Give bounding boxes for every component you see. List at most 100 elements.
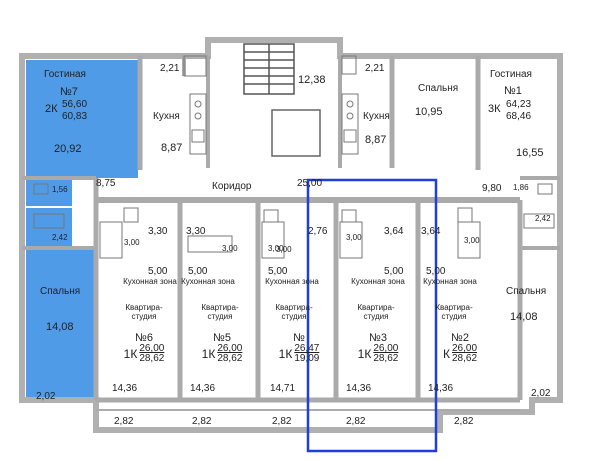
studio-6-kitchen-zone-area: 5,00 xyxy=(148,266,168,277)
studio-4-kitchen-zone-area: 5,00 xyxy=(268,266,288,277)
studio-6-number: №6 xyxy=(135,332,153,344)
studio-6-area-1: 26,00 xyxy=(139,343,165,354)
left-wc-area: 1,56 xyxy=(52,185,68,194)
studio-3-number: №3 xyxy=(369,332,387,344)
studio-3-kitchen-zone-label: Кухонная зона xyxy=(351,277,405,286)
left-apartment-living-fill xyxy=(26,60,138,178)
right-apartment-number: №1 xyxy=(504,85,522,97)
right-apartment-area-1: 64,23 xyxy=(506,99,532,110)
left-apartment-rooms: 2К xyxy=(45,103,58,115)
studio-5-type-label: Квартира-студия xyxy=(201,303,239,321)
left-apartment-bedroom-fill xyxy=(26,250,96,398)
right-living-area: 16,55 xyxy=(516,147,544,159)
studio-2-hall-area: 3,64 xyxy=(421,226,441,237)
studio-3-area-2: 28,62 xyxy=(373,353,399,364)
studio-6-type-label: Квартира-студия xyxy=(125,303,163,321)
studio-4-rooms: 1К xyxy=(278,347,293,361)
right-living-label: Гостиная xyxy=(490,69,532,80)
left-living-label: Гостиная xyxy=(44,69,86,80)
left-kitchen-label: Кухня xyxy=(153,111,180,122)
studio-6-area-2: 28,62 xyxy=(139,353,165,364)
studio-3-bath-area: 3,00 xyxy=(346,233,362,242)
studio-4-type-label: Квартира-студия xyxy=(275,303,313,321)
studio-2-kitchen-zone-area: 5,00 xyxy=(426,266,446,277)
left-apartment-area-1: 56,60 xyxy=(62,99,88,110)
right-hall-area: 9,80 xyxy=(482,183,502,194)
studio-4-bath-area: 3,00 xyxy=(276,245,292,254)
studio-3-balcony-area: 2,82 xyxy=(346,416,366,427)
right-top-area: 2,21 xyxy=(365,63,385,74)
misc-partial-area: 3,00 xyxy=(268,244,284,253)
studio-4-area-2: 19,09 xyxy=(294,353,320,364)
studio-3-room-area: 14,36 xyxy=(346,383,372,394)
left-bath-area: 2,42 xyxy=(52,233,68,242)
right-apartment-rooms: 3К xyxy=(488,103,501,115)
right-kitchen-stove xyxy=(341,93,359,155)
left-shaft xyxy=(183,55,207,77)
right-bedroom-top-label: Спальня xyxy=(418,83,459,94)
left-bedroom-area: 14,08 xyxy=(46,321,74,333)
studio-5-rooms: 1К xyxy=(201,347,216,361)
right-balcony-area: 2,02 xyxy=(531,388,551,399)
studio-5-area-2: 28,62 xyxy=(217,353,243,364)
left-apartment-number: №7 xyxy=(60,86,78,98)
studio-6-rooms: 1К xyxy=(123,347,138,361)
studio-5-number: №5 xyxy=(213,332,231,344)
left-kitchen-stove xyxy=(189,93,207,155)
studio-4-number: № xyxy=(293,332,305,344)
studio-6-hall-area: 3,30 xyxy=(148,226,168,237)
left-bedroom-label: Спальня xyxy=(40,286,81,297)
studio-2-room-area: 14,36 xyxy=(428,383,454,394)
studio-2-number: №2 xyxy=(451,332,469,344)
corridor-label: Коридор xyxy=(212,181,252,192)
studio-4-balcony-area: 2,82 xyxy=(272,416,292,427)
studio-5-room-area: 14,36 xyxy=(190,383,216,394)
right-wc-area: 1,86 xyxy=(513,183,529,192)
studio-5-area-1: 26,00 xyxy=(217,343,243,354)
studio-2-area-2: 28,62 xyxy=(451,353,478,364)
studio-6-bath-area: 3,00 xyxy=(124,238,140,247)
right-shaft xyxy=(341,55,357,75)
right-apartment-area-2: 68,46 xyxy=(506,111,532,122)
studio-4-kitchen-zone-label: Кухонная зона xyxy=(265,277,319,286)
studio-4-area-1: 26,47 xyxy=(294,343,320,354)
studio-4-hall-area: 2,76 xyxy=(308,226,328,237)
studio-3-rooms: 1К xyxy=(357,347,372,361)
studio-6-kitchen-zone-label: Кухонная зона xyxy=(123,277,177,286)
studio-fixtures xyxy=(33,183,555,259)
left-living-area: 20,92 xyxy=(54,143,82,155)
studio-3-area-1: 26,00 xyxy=(373,343,399,354)
right-bath-area: 2,42 xyxy=(535,214,551,223)
left-hall-area: 8,75 xyxy=(96,178,116,189)
studio-2-bath-area: 3,00 xyxy=(464,236,480,245)
selected-apartment-frame[interactable] xyxy=(306,178,438,453)
studio-3-kitchen-zone-area: 5,00 xyxy=(384,266,404,277)
studio-5-kitchen-zone-label: Кухонная зона xyxy=(181,277,235,286)
studio-3-type-label: Квартира-студия xyxy=(357,303,395,321)
right-kitchen-label: Кухня xyxy=(363,111,390,122)
left-kitchen-area: 8,87 xyxy=(161,142,183,154)
studio-3-hall-area: 3,64 xyxy=(384,226,404,237)
studio-5-balcony-area: 2,82 xyxy=(192,416,212,427)
studio-2-type-label: Квартира-студия xyxy=(435,303,473,321)
stair-area: 12,38 xyxy=(298,74,326,86)
studio-4-room-area: 14,71 xyxy=(270,383,296,394)
studio-6-balcony-area: 2,82 xyxy=(114,416,134,427)
right-kitchen-area: 8,87 xyxy=(365,134,387,146)
right-bedroom-area: 14,08 xyxy=(510,311,538,323)
corridor-area: 25,00 xyxy=(297,178,323,189)
left-top-area: 2,21 xyxy=(160,63,180,74)
stairwell xyxy=(243,43,321,157)
left-balcony-area: 2,02 xyxy=(36,391,56,402)
studio-5-kitchen-zone-area: 5,00 xyxy=(188,266,208,277)
left-apartment-area-2: 60,83 xyxy=(62,111,88,122)
right-bedroom-label: Спальня xyxy=(506,286,547,297)
studio-2-rooms: К xyxy=(442,347,450,361)
studio-6-room-area: 14,36 xyxy=(112,383,138,394)
